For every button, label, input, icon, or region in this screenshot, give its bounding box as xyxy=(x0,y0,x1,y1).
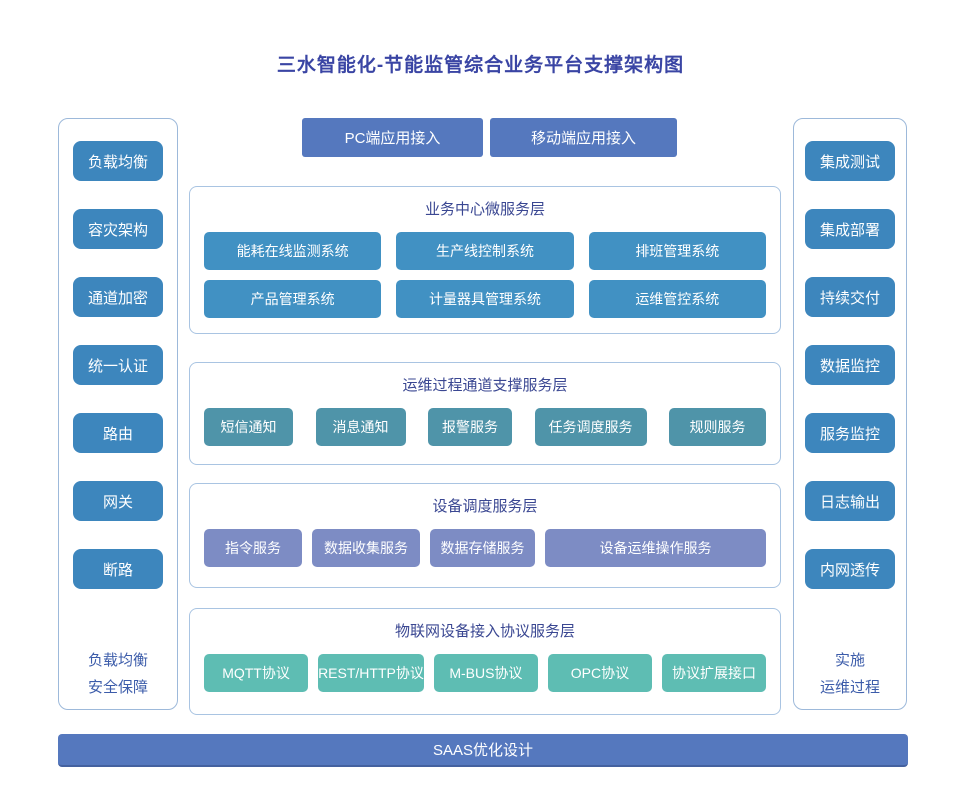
node-routing: 路由 xyxy=(73,413,163,453)
node-data-monitoring: 数据监控 xyxy=(805,345,895,385)
left-panel-caption: 负载均衡 安全保障 xyxy=(88,647,148,701)
left-caption-line-2: 安全保障 xyxy=(87,679,148,696)
node-channel-encryption: 通道加密 xyxy=(73,277,163,317)
node-circuit-breaker: 断路 xyxy=(73,549,163,589)
node-gateway: 网关 xyxy=(73,481,163,521)
layer-ops-channel-support: 运维过程通道支撑服务层 短信通知 消息通知 报警服务 任务调度服务 规则服务 xyxy=(189,362,781,465)
node-load-balancing: 负载均衡 xyxy=(73,141,163,181)
node-intranet-passthrough: 内网透传 xyxy=(805,549,895,589)
node-data-collection-service: 数据收集服务 xyxy=(312,529,420,567)
layer-business-microservices: 业务中心微服务层 能耗在线监测系统 生产线控制系统 排班管理系统 产品管理系统 … xyxy=(189,186,781,334)
node-protocol-extension: 协议扩展接口 xyxy=(661,654,767,692)
node-metering-device-management: 计量器具管理系统 xyxy=(396,280,574,318)
right-caption-line-2: 运维过程 xyxy=(819,679,880,696)
right-panel-caption: 实施 运维过程 xyxy=(820,647,880,701)
node-service-monitoring: 服务监控 xyxy=(805,413,895,453)
node-production-line-control: 生产线控制系统 xyxy=(396,232,574,270)
node-unified-auth: 统一认证 xyxy=(73,345,163,385)
node-integration-test: 集成测试 xyxy=(805,141,895,181)
right-caption-line-1: 实施 xyxy=(834,652,865,669)
layer-iot-protocol: 物联网设备接入协议服务层 MQTT协议 REST/HTTP协议 M-BUS协议 … xyxy=(189,608,781,715)
node-continuous-delivery: 持续交付 xyxy=(805,277,895,317)
layer-title: 业务中心微服务层 xyxy=(424,201,545,218)
layer-row: 产品管理系统 计量器具管理系统 运维管控系统 xyxy=(204,280,766,318)
left-caption-line-1: 负载均衡 xyxy=(87,652,148,669)
node-mqtt-protocol: MQTT协议 xyxy=(204,654,309,692)
access-row: PC端应用接入 移动端应用接入 xyxy=(302,118,677,157)
page-title: 三水智能化-节能监管综合业务平台支撑架构图 xyxy=(276,55,685,76)
node-command-service: 指令服务 xyxy=(204,529,302,567)
right-panel: 集成测试 集成部署 持续交付 数据监控 服务监控 日志输出 内网透传 实施 运维… xyxy=(793,118,907,710)
node-energy-online-monitoring: 能耗在线监测系统 xyxy=(204,232,382,270)
node-mobile-access: 移动端应用接入 xyxy=(490,118,677,157)
node-device-ops-operation-service: 设备运维操作服务 xyxy=(545,529,766,567)
layer-row: 短信通知 消息通知 报警服务 任务调度服务 规则服务 xyxy=(204,408,766,446)
left-panel: 负载均衡 容灾架构 通道加密 统一认证 路由 网关 断路 负载均衡 安全保障 xyxy=(58,118,178,710)
node-alarm-service: 报警服务 xyxy=(428,408,512,446)
node-pc-access: PC端应用接入 xyxy=(302,118,483,157)
footer-saas-bar: SAAS优化设计 xyxy=(58,734,908,767)
node-product-management: 产品管理系统 xyxy=(204,280,382,318)
node-opc-protocol: OPC协议 xyxy=(547,654,652,692)
node-message-notification: 消息通知 xyxy=(315,408,406,446)
node-integration-deploy: 集成部署 xyxy=(805,209,895,249)
layer-row: 能耗在线监测系统 生产线控制系统 排班管理系统 xyxy=(204,232,766,270)
node-disaster-recovery: 容灾架构 xyxy=(73,209,163,249)
layer-title: 物联网设备接入协议服务层 xyxy=(394,623,575,640)
layer-device-scheduling: 设备调度服务层 指令服务 数据收集服务 数据存储服务 设备运维操作服务 xyxy=(189,483,781,588)
node-mbus-protocol: M-BUS协议 xyxy=(433,654,538,692)
layer-row: MQTT协议 REST/HTTP协议 M-BUS协议 OPC协议 协议扩展接口 xyxy=(204,654,767,692)
layer-title: 运维过程通道支撑服务层 xyxy=(402,377,568,394)
node-rule-service: 规则服务 xyxy=(669,408,766,446)
node-sms-notification: 短信通知 xyxy=(204,408,293,446)
node-shift-management: 排班管理系统 xyxy=(588,232,766,270)
layer-title: 设备调度服务层 xyxy=(432,498,538,515)
layer-row: 指令服务 数据收集服务 数据存储服务 设备运维操作服务 xyxy=(204,529,766,567)
node-data-storage-service: 数据存储服务 xyxy=(430,529,535,567)
node-task-scheduling-service: 任务调度服务 xyxy=(534,408,647,446)
node-ops-control: 运维管控系统 xyxy=(588,280,766,318)
node-log-output: 日志输出 xyxy=(805,481,895,521)
footer-saas-label: SAAS优化设计 xyxy=(432,742,534,759)
node-rest-http-protocol: REST/HTTP协议 xyxy=(318,654,424,692)
